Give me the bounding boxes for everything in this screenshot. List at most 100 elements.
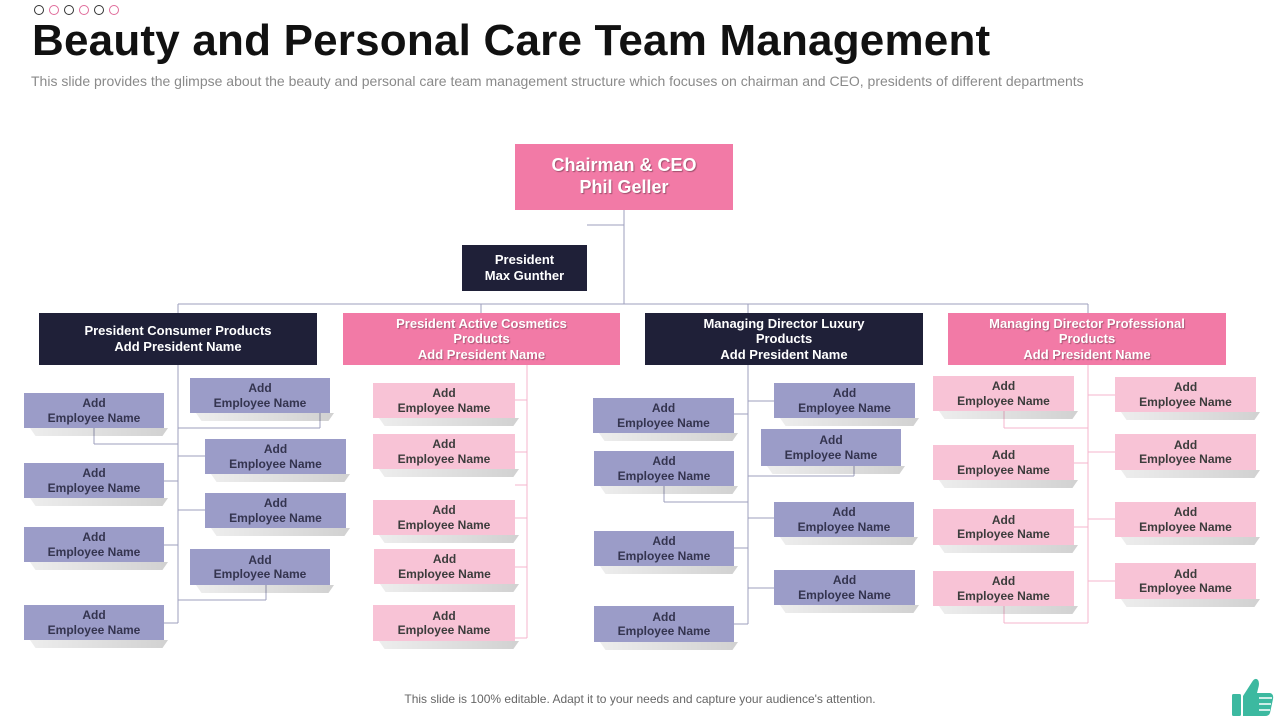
employee-name: Employee Name [213,395,307,410]
employee-label: Add [991,379,1016,394]
president-box: President Max Gunther [462,245,587,291]
department-active-cosmetics: President Active Cosmetics Products Add … [343,313,620,365]
department-luxury-products: Managing Director Luxury Products Add Pr… [645,313,923,365]
thumbs-up-icon [1232,678,1274,716]
dot-icon [109,5,119,15]
employee-label: Add [991,448,1016,463]
employee-label: Add [652,454,676,469]
dot-icon [94,5,104,15]
department-president-name: Add President Name [417,346,546,362]
employee-name: Employee Name [47,410,141,425]
employee-name: Employee Name [1139,452,1232,466]
employee-name: Employee Name [397,517,491,532]
department-president-name: Add President Name [1023,346,1151,362]
employee-label: Add [432,386,456,401]
president-title: President [494,252,555,268]
dot-icon [64,5,74,15]
department-title-cont: Products [453,331,510,347]
employee-label: Add [82,608,106,623]
president-name: Max Gunther [484,268,565,283]
employee-name: Employee Name [957,527,1050,541]
employee-label: Add [263,442,288,457]
employee-label: Add [1173,437,1198,452]
department-professional-products: Managing Director Professional Products … [948,313,1226,365]
department-title: Managing Director Professional [989,315,1185,331]
employee-name: Employee Name [398,566,491,581]
department-title: President Consumer Products [84,323,272,339]
employee-label: Add [652,609,676,624]
employee-name: Employee Name [797,519,891,534]
employee-name: Employee Name [47,480,141,495]
employee-label: Add [248,381,272,396]
department-title: President Active Cosmetics [396,315,567,331]
employee-name: Employee Name [798,587,891,602]
employee-name: Employee Name [213,567,307,581]
employee-label: Add [432,437,456,452]
department-title: Managing Director Luxury [703,315,865,331]
employee-label: Add [832,573,857,588]
employee-label: Add [652,534,676,549]
employee-label: Add [432,608,456,623]
employee-name: Employee Name [957,393,1050,408]
employee-name: Employee Name [397,451,491,466]
employee-label: Add [819,433,843,448]
employee-name: Employee Name [957,462,1050,477]
employee-label: Add [82,396,106,411]
employee-name: Employee Name [397,400,491,415]
employee-name: Employee Name [397,623,491,637]
department-president-name: Add President Name [720,346,848,362]
employee-name: Employee Name [229,510,322,525]
employee-label: Add [832,505,856,520]
employee-name: Employee Name [1139,519,1232,534]
chairman-title: Chairman & CEO [551,155,697,176]
employee-name: Employee Name [957,588,1050,603]
employee-label: Add [1173,505,1198,520]
chairman-ceo-box: Chairman & CEO Phil Geller [515,144,733,210]
employee-label: Add [432,503,456,518]
employee-label: Add [1173,566,1198,581]
department-consumer-products: President Consumer Products Add Presiden… [39,313,317,365]
dot-icon [34,5,44,15]
page-subtitle: This slide provides the glimpse about th… [31,73,1084,89]
employee-label: Add [82,466,106,481]
department-title-cont: Products [1058,331,1116,347]
employee-label: Add [832,386,857,401]
chairman-name: Phil Geller [579,177,669,197]
employee-name: Employee Name [617,548,711,563]
page-title: Beauty and Personal Care Team Management [32,16,991,65]
employee-name: Employee Name [617,468,711,483]
employee-name: Employee Name [617,415,710,430]
employee-name: Employee Name [1139,394,1232,409]
department-president-name: Add President Name [114,339,242,354]
employee-label: Add [432,552,457,567]
employee-label: Add [991,574,1016,589]
